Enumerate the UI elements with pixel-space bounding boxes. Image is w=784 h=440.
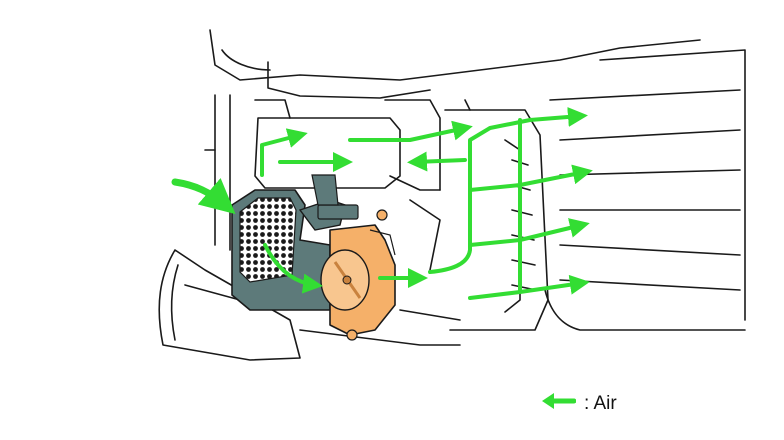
airflow-inlet-arrow	[171, 178, 236, 215]
radiator	[444, 109, 549, 331]
air-arrow-icon	[540, 392, 577, 416]
engine-bay-outline	[158, 29, 746, 361]
legend-air-label: : Air	[584, 393, 617, 414]
airflow-radiator-arrow-3	[468, 218, 590, 247]
airflow-duct-arrow-3	[348, 120, 473, 142]
airflow-duct-arrow-1	[260, 128, 308, 177]
intake-duct	[254, 117, 401, 189]
air-cleaner-mesh	[239, 197, 297, 283]
airflow-cleaner-arrow	[263, 243, 323, 294]
airflow-duct-arrow-4	[407, 151, 467, 172]
airflow-vertical-feeder	[428, 118, 532, 274]
airflow-radiator-arrow-2	[468, 164, 593, 192]
airflow-radiator-arrow-1	[528, 106, 588, 127]
legend: : Air	[540, 392, 617, 416]
throttle-body	[320, 209, 396, 341]
airflow-arrows	[171, 106, 593, 300]
airflow-radiator-arrow-4	[468, 274, 590, 300]
